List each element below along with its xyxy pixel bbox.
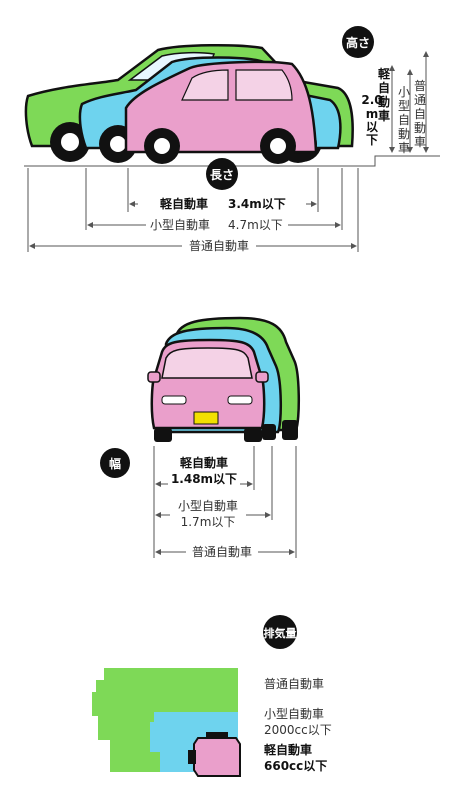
width-section: 幅 軽自動車 1.48m以下 小型自動車 1.7m以下 普通自動車 <box>100 446 297 560</box>
length-section: 長さ 軽自動車 3.4m以下 小型自動車 4.7m以下 普通自動車 <box>27 158 359 254</box>
ground-line <box>24 155 440 167</box>
kei-displacement-value: 660cc以下 <box>264 759 327 773</box>
kei-engine <box>188 732 241 777</box>
width-badge <box>100 448 130 478</box>
futsu-length-label: 普通自動車 <box>189 239 249 253</box>
height-badge <box>342 26 374 58</box>
length-badge-text: 長さ <box>210 167 234 182</box>
width-badge-text: 幅 <box>109 456 121 471</box>
displacement-section: 排気量 普通自動車 小型自動車 2000cc以下 軽自動車 660cc以下 <box>92 615 332 777</box>
kei-car-front <box>147 338 269 442</box>
kogata-width-value: 1.7m以下 <box>181 515 236 529</box>
license-plate <box>193 411 219 425</box>
front-view-cars <box>147 316 301 442</box>
kogata-length-label: 小型自動車 <box>150 218 210 232</box>
futsu-height-label: 普通自動車 <box>414 79 426 149</box>
futsu-width-label: 普通自動車 <box>192 545 252 559</box>
kei-length-value: 3.4m以下 <box>228 197 286 211</box>
kogata-width-label: 小型自動車 <box>178 499 238 513</box>
length-badge <box>206 158 238 190</box>
side-view-cars <box>24 43 440 167</box>
height-badge-text: 高さ <box>346 35 370 50</box>
kogata-displacement-label: 小型自動車 <box>264 707 324 721</box>
kei-length-label: 軽自動車 <box>160 196 208 211</box>
kei-width-label: 軽自動車 <box>180 455 228 470</box>
kei-car-side <box>124 60 318 164</box>
kei-height-label: 軽自動車 <box>378 66 391 123</box>
futsu-displacement-label: 普通自動車 <box>264 677 324 691</box>
displacement-badge <box>263 615 297 649</box>
kei-width-value: 1.48m以下 <box>171 472 237 486</box>
kei-displacement-label: 軽自動車 <box>264 742 312 757</box>
kogata-length-value: 4.7m以下 <box>228 218 283 232</box>
kogata-height-label: 小型自動車 <box>398 85 410 155</box>
displacement-badge-text: 排気量 <box>264 626 297 640</box>
kogata-displacement-value: 2000cc以下 <box>264 723 332 737</box>
